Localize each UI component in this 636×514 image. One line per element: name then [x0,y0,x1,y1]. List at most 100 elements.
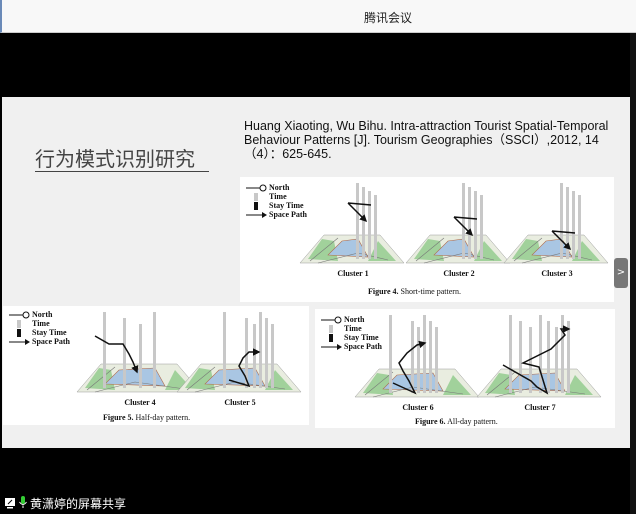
cluster-3: Cluster 3 [502,177,612,278]
time-bar [519,321,522,393]
figure-number: Figure 6. [415,417,446,426]
legend-item-path: Space Path [7,337,70,346]
stay-time-icon [254,202,258,210]
space-path [347,202,371,221]
time-bar-icon [254,193,258,201]
time-bar [509,315,512,393]
cluster-label: Cluster 3 [541,269,573,278]
time-bar [566,187,569,259]
figure-number: Figure 4. [368,287,399,296]
time-bar [560,183,563,259]
legend-item-north: North [319,315,382,324]
legend-item-time: Time [244,192,307,201]
legend-label: Space Path [32,337,70,346]
legend-item-north: North [7,310,70,319]
time-bar [462,183,465,259]
time-bar [265,318,268,388]
legend-item-stay: Stay Time [7,328,70,337]
north-compass-icon [321,316,342,324]
space-path-arrow-icon [9,339,30,345]
cluster-2: Cluster 5 [175,306,305,407]
cluster-label: Cluster 7 [524,403,556,412]
stay-time-icon [17,329,21,337]
time-bar [223,312,226,388]
cluster-label: Cluster 2 [443,269,475,278]
legend-label: Time [269,192,287,201]
cluster-map-short-0 [299,183,405,264]
cluster-map-all-1 [476,315,602,398]
time-bar [153,312,156,388]
legend-item-path: Space Path [319,342,382,351]
cluster-2: Cluster 2 [404,177,514,278]
figure-title: All-day pattern. [445,417,498,426]
microphone-icon [18,494,28,513]
legend-label: Time [32,319,50,328]
legend-item-time: Time [7,319,70,328]
time-bar-icon [17,320,21,328]
time-bar [356,183,359,259]
time-bar [561,315,564,393]
figure-caption: Figure 6. All-day pattern. [415,417,498,426]
time-bar [555,327,558,393]
map-roads [86,366,186,393]
space-path [392,340,427,395]
figure-caption: Figure 4. Short-time pattern. [368,287,461,296]
figure-title: Short-time pattern. [398,287,461,296]
space-path [502,325,571,395]
time-bar [139,324,142,388]
cluster-label: Cluster 5 [224,398,256,407]
legend-label: Space Path [269,210,307,219]
time-bar [572,191,575,259]
time-bar [429,321,432,393]
window-title: 腾讯会议 [364,11,413,25]
time-bar [578,195,581,259]
share-status: 黄潇婷的屏幕共享 [4,494,126,513]
cluster-label: Cluster 1 [337,269,369,278]
legend-label: Stay Time [32,328,67,337]
time-bar [474,191,477,259]
time-bar [468,187,471,259]
window-edge [630,33,636,514]
map-green [565,375,593,395]
time-bar [417,327,420,393]
space-path [94,335,139,374]
cluster-map-half-1 [176,312,302,393]
legend-item-stay: Stay Time [244,201,307,210]
time-bar [547,321,550,393]
time-bar [271,324,274,388]
figure-number: Figure 5. [103,413,134,422]
legend-item-time: Time [319,324,382,333]
shared-slide: 行为模式识别研究 Huang Xiaoting, Wu Bihu. Intra-… [2,97,630,448]
time-bar [253,324,256,388]
figure-title: Half-day pattern. [133,413,191,422]
cluster-map-all-0 [354,315,480,398]
space-path [453,216,477,235]
north-compass-icon [246,184,267,192]
space-path [551,230,575,249]
time-bar [374,195,377,259]
time-bar [362,187,365,259]
time-bar-icon [329,325,333,333]
legend-label: North [344,315,365,324]
north-compass-icon [9,311,30,319]
screen-share-icon [4,494,16,513]
legend-label: North [32,310,53,319]
time-bar [259,312,262,388]
cluster-map-short-2 [503,183,609,264]
stay-time-icon [329,334,333,342]
time-bar [480,195,483,259]
cluster-2: Cluster 7 [475,309,605,412]
map-green [443,375,471,395]
legend-item-path: Space Path [244,210,307,219]
legend-label: Stay Time [344,333,379,342]
side-panel-toggle[interactable]: > [614,258,628,288]
time-bar [389,315,392,393]
legend-label: Space Path [344,342,382,351]
citation-text: Huang Xiaoting, Wu Bihu. Intra-attractio… [244,119,609,161]
time-bar [411,321,414,393]
title-bar: 腾讯会议 [0,0,636,33]
cluster-1: Cluster 6 [353,309,483,412]
